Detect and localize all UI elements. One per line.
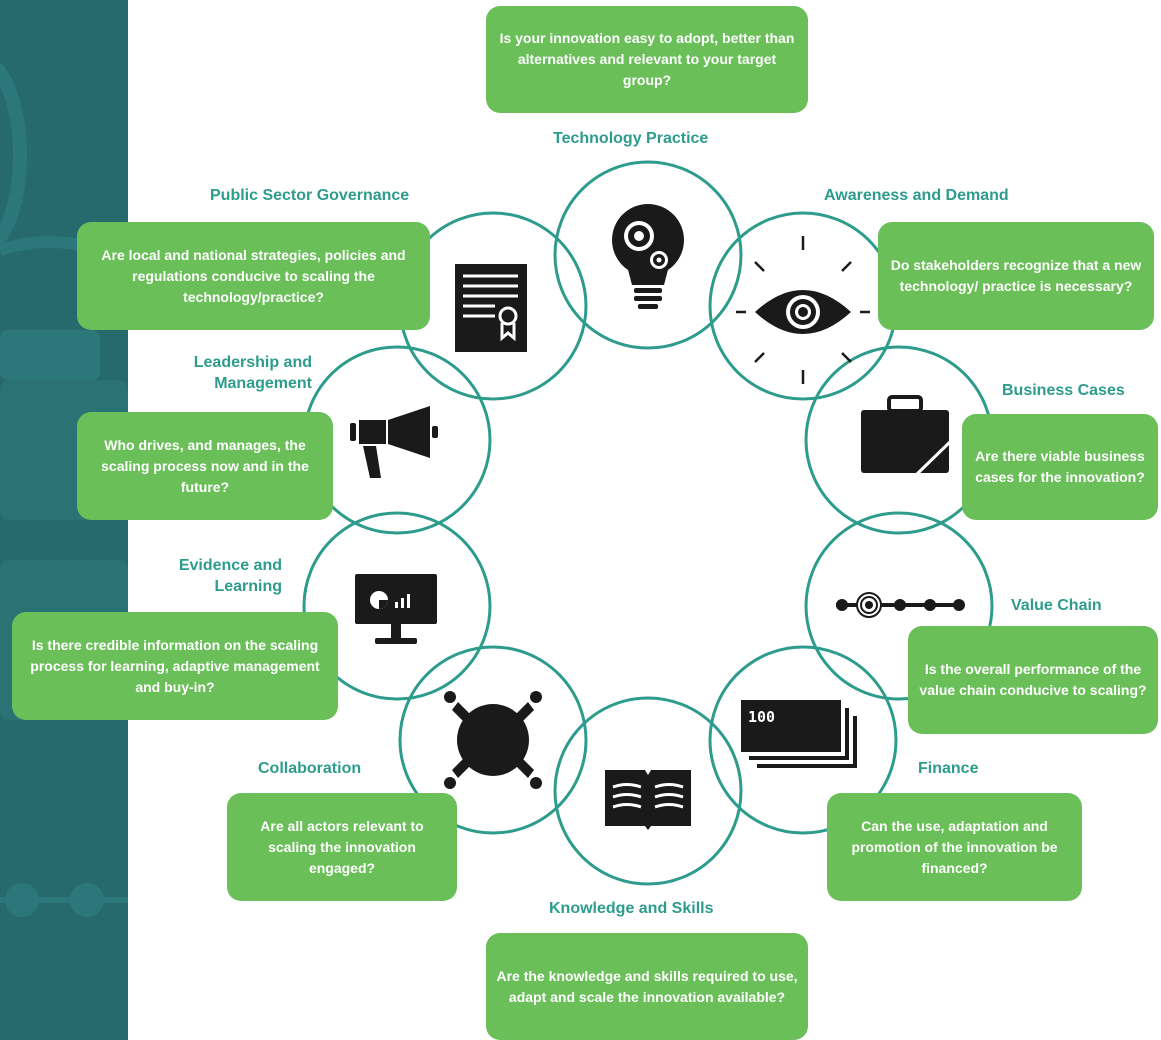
ring-technology-practice — [553, 160, 743, 350]
decorative-sidebar — [0, 0, 128, 1040]
question-value-chain: Is the overall performance of the value … — [908, 626, 1158, 734]
value-chain-icon — [836, 592, 965, 618]
certificate-icon — [455, 264, 527, 352]
heading-awareness-demand: Awareness and Demand — [824, 187, 1009, 204]
heading-technology-practice: Technology Practice — [553, 130, 709, 147]
question-business-cases: Are there viable business cases for the … — [962, 414, 1158, 520]
ring-value-chain — [804, 511, 994, 701]
ring-knowledge-skills — [553, 696, 743, 886]
heading-business-cases: Business Cases — [1002, 382, 1125, 399]
banknote-value: 100 — [748, 708, 775, 726]
megaphone-icon — [350, 406, 438, 478]
banknotes-icon: 100 — [741, 700, 857, 768]
heading-collaboration: Collaboration — [258, 760, 362, 777]
question-awareness-demand: Do stakeholders recognize that a new tec… — [878, 222, 1154, 330]
ring-collaboration — [398, 645, 588, 835]
question-public-sector-governance: Are local and national strategies, polic… — [77, 222, 430, 330]
heading-value-chain: Value Chain — [1011, 597, 1102, 614]
heading-evidence-learning: Evidence and Learning — [178, 557, 282, 595]
question-leadership-management: Who drives, and manages, the scaling pro… — [77, 412, 333, 520]
eye-icon — [736, 236, 870, 384]
heading-finance: Finance — [918, 760, 979, 777]
monitor-chart-icon — [355, 574, 437, 644]
ring-finance — [708, 645, 898, 835]
open-book-icon — [605, 770, 691, 830]
question-evidence-learning: Is there credible information on the sca… — [12, 612, 338, 720]
question-technology-practice: Is your innovation easy to adopt, better… — [486, 6, 808, 113]
ring-evidence-learning — [302, 511, 492, 701]
heading-public-sector-governance: Public Sector Governance — [210, 187, 410, 204]
heading-knowledge-skills: Knowledge and Skills — [549, 900, 714, 917]
question-collaboration: Are all actors relevant to scaling the i… — [227, 793, 457, 901]
question-knowledge-skills: Are the knowledge and skills required to… — [486, 933, 808, 1040]
heading-leadership-management: Leadership and Management — [193, 354, 312, 392]
round-table-icon — [444, 691, 542, 789]
lightbulb-gears-icon — [612, 204, 684, 309]
question-finance: Can the use, adaptation and promotion of… — [827, 793, 1082, 901]
briefcase-icon — [861, 395, 954, 477]
